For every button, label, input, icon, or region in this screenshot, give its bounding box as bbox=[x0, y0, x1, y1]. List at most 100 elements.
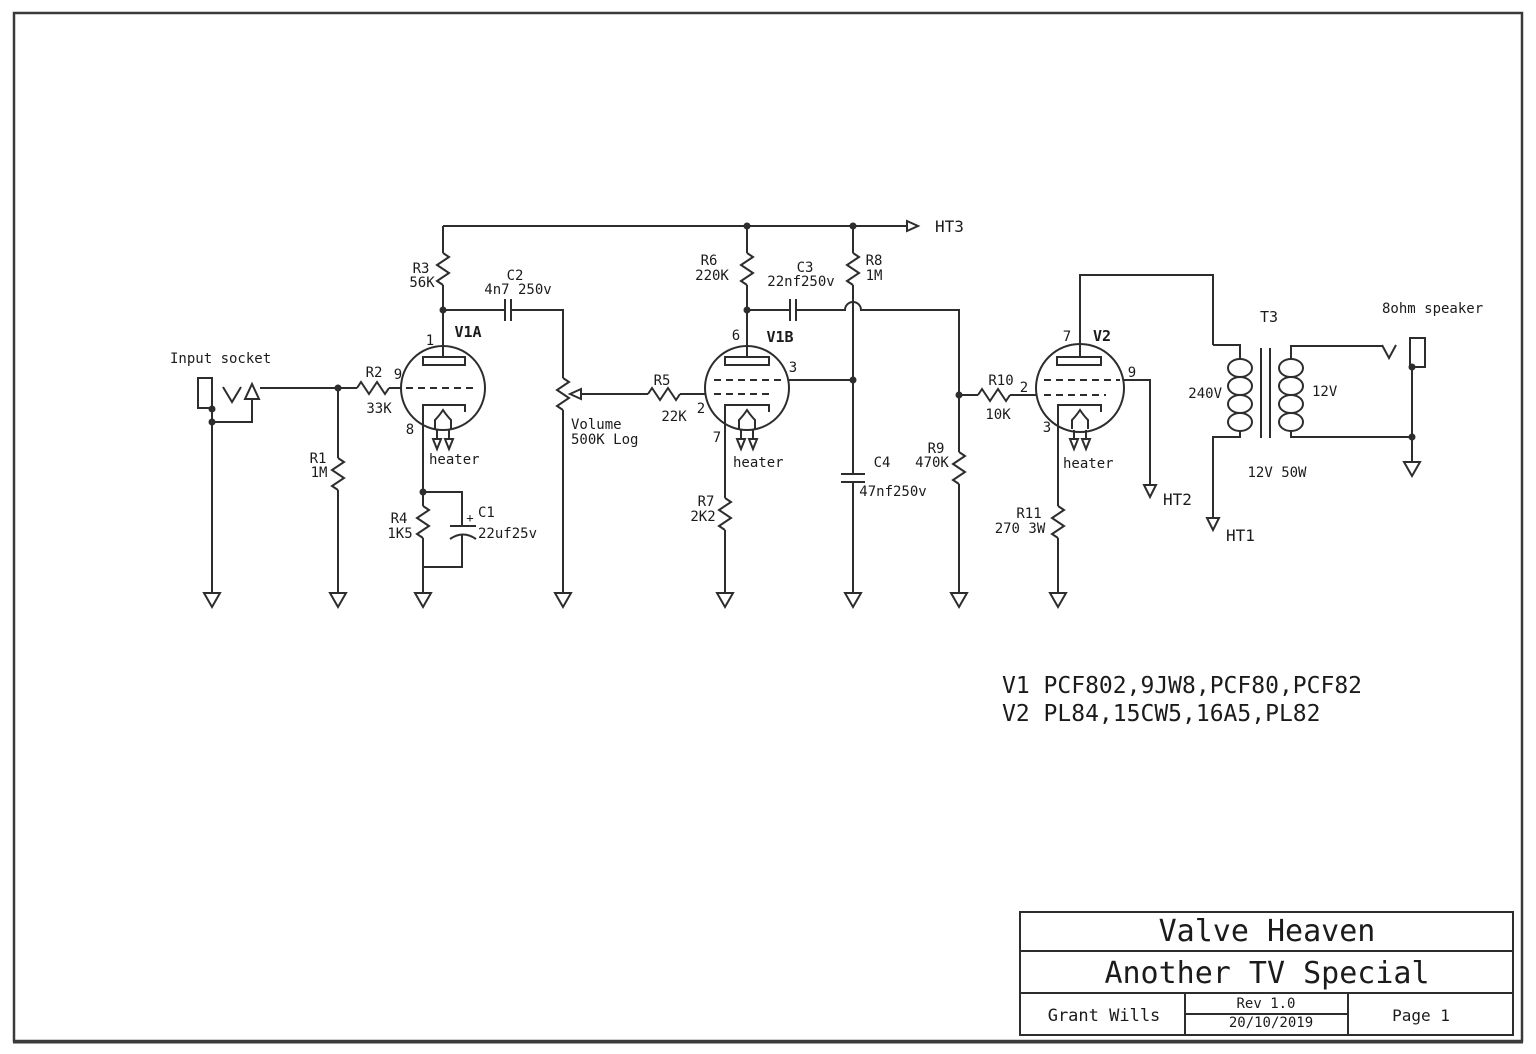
resistor-r8-symbol bbox=[846, 252, 860, 286]
r7-value: 2K2 bbox=[690, 509, 715, 525]
v2-cathode-wire bbox=[1057, 404, 1102, 593]
ground-icon bbox=[414, 592, 432, 608]
v1b-pin3: 3 bbox=[789, 360, 797, 376]
tube-v2-anode bbox=[1056, 356, 1102, 366]
c4-plates bbox=[841, 473, 865, 483]
resistor-r1-symbol bbox=[331, 457, 345, 491]
tube-v1b-grids bbox=[714, 379, 786, 395]
v2-pin9: 9 bbox=[1128, 365, 1136, 381]
ht2-arrow-icon bbox=[1142, 484, 1158, 500]
title-block-date: 20/10/2019 bbox=[1229, 1015, 1313, 1031]
r3-name: R3 bbox=[413, 261, 430, 277]
r11-name: R11 bbox=[1016, 506, 1041, 522]
r6-value: 220K bbox=[695, 268, 729, 284]
r1-name: R1 bbox=[310, 451, 327, 467]
r10-value: 10K bbox=[985, 407, 1011, 423]
t3-rating-label: 12V 50W bbox=[1247, 465, 1307, 481]
r8-value: 1M bbox=[866, 268, 883, 284]
c4-value: 47nf250v bbox=[859, 484, 926, 500]
resistor-r9-symbol bbox=[952, 451, 966, 485]
speaker-body bbox=[1409, 337, 1426, 368]
c1-wire bbox=[423, 491, 476, 568]
resistor-r2-symbol bbox=[356, 381, 390, 395]
volume-value: 500K Log bbox=[571, 432, 638, 448]
r2-value: 33K bbox=[366, 401, 392, 417]
speaker-label: 8ohm speaker bbox=[1382, 301, 1483, 317]
v1b-pin2: 2 bbox=[697, 401, 705, 417]
title-block-author: Grant Wills bbox=[1048, 1006, 1161, 1026]
c3-value: 22nf250v bbox=[767, 274, 834, 290]
v1a-pin9: 9 bbox=[394, 367, 402, 383]
v2-pin3: 3 bbox=[1043, 420, 1051, 436]
c1-curved-plate bbox=[449, 533, 477, 540]
transformer-wires bbox=[1212, 344, 1412, 518]
c2-plates bbox=[504, 299, 512, 321]
tube-v1a-envelope bbox=[400, 345, 486, 431]
r7-name: R7 bbox=[698, 494, 715, 510]
r5-name: R5 bbox=[654, 373, 671, 389]
valve-options-line2: V2 PL84,15CW5,16A5,PL82 bbox=[1002, 701, 1321, 727]
tube-v2-grids bbox=[1044, 379, 1120, 396]
v1a-heater-label: heater bbox=[429, 452, 480, 468]
input-jack-switch-arrow-icon bbox=[243, 381, 261, 400]
transformer-t3-symbol bbox=[1227, 358, 1304, 432]
tube-v2-heater-icon bbox=[1071, 408, 1089, 429]
tube-v2-envelope bbox=[1035, 343, 1125, 433]
ht3-label: HT3 bbox=[935, 217, 964, 236]
v2-pin2: 2 bbox=[1020, 380, 1028, 396]
v1a-heater-arrow-icon bbox=[444, 429, 454, 450]
labels: Input socket R1 1M R2 33K R3 56K R4 1K5 … bbox=[170, 217, 1483, 727]
wiring bbox=[197, 219, 1426, 593]
v1b-label: V1B bbox=[766, 328, 793, 346]
v1a-label: V1A bbox=[454, 323, 481, 341]
r8-name: R8 bbox=[866, 253, 883, 269]
c1-value: 22uf25v bbox=[478, 526, 537, 542]
tube-symbols bbox=[400, 343, 1125, 450]
ground-icon bbox=[950, 592, 968, 608]
tube-v1b-anode bbox=[724, 356, 770, 366]
c3-name: C3 bbox=[797, 260, 814, 276]
title-block-revision: Rev 1.0 bbox=[1236, 996, 1295, 1012]
v1b-pin7: 7 bbox=[713, 430, 721, 446]
c3-wire bbox=[747, 301, 960, 395]
ground-icon bbox=[329, 592, 347, 608]
junction-dots bbox=[208, 222, 1416, 496]
r6-name: R6 bbox=[701, 253, 718, 269]
c1-polarity: + bbox=[466, 511, 473, 525]
r2-name: R2 bbox=[366, 365, 383, 381]
v1b-pin6: 6 bbox=[732, 328, 740, 344]
tube-v1a-anode bbox=[422, 356, 466, 366]
v1a-pin1: 1 bbox=[426, 333, 434, 349]
tube-v1b-heater-icon bbox=[738, 408, 756, 429]
v1a-pin8: 8 bbox=[406, 422, 414, 438]
title-block-title: Another TV Special bbox=[1104, 956, 1429, 991]
ht2-wire bbox=[1123, 379, 1151, 485]
tube-v1a-heater-icon bbox=[434, 408, 452, 429]
r9-name: R9 bbox=[928, 441, 945, 457]
input-jack-body bbox=[197, 377, 213, 409]
tube-v1b-envelope bbox=[704, 345, 790, 431]
ground-icon bbox=[1403, 461, 1421, 477]
r5-value: 22K bbox=[661, 409, 687, 425]
r4-value: 1K5 bbox=[387, 526, 412, 542]
valve-options-line1: V1 PCF802,9JW8,PCF80,PCF82 bbox=[1002, 673, 1362, 699]
r4-name: R4 bbox=[391, 511, 408, 527]
r1-value: 1M bbox=[311, 465, 328, 481]
v1b-heater-arrow-icon bbox=[736, 429, 746, 450]
resistor-r6-symbol bbox=[740, 252, 754, 286]
resistor-r7-symbol bbox=[718, 497, 732, 531]
ht1-arrow-icon bbox=[1205, 517, 1221, 533]
resistor-r10-symbol bbox=[977, 388, 1011, 402]
c2-value: 4n7 250v bbox=[484, 282, 551, 298]
ht2-label: HT2 bbox=[1163, 490, 1192, 509]
c4-name: C4 bbox=[874, 455, 891, 471]
c2-name: C2 bbox=[507, 268, 524, 284]
r11-value: 270 3W bbox=[995, 521, 1046, 537]
ground-icon bbox=[554, 592, 572, 608]
page-border bbox=[12, 11, 1524, 1044]
t3-secondary-label: 12V bbox=[1312, 384, 1338, 400]
volume-pot-symbol bbox=[556, 377, 570, 411]
r9-value: 470K bbox=[915, 455, 949, 471]
